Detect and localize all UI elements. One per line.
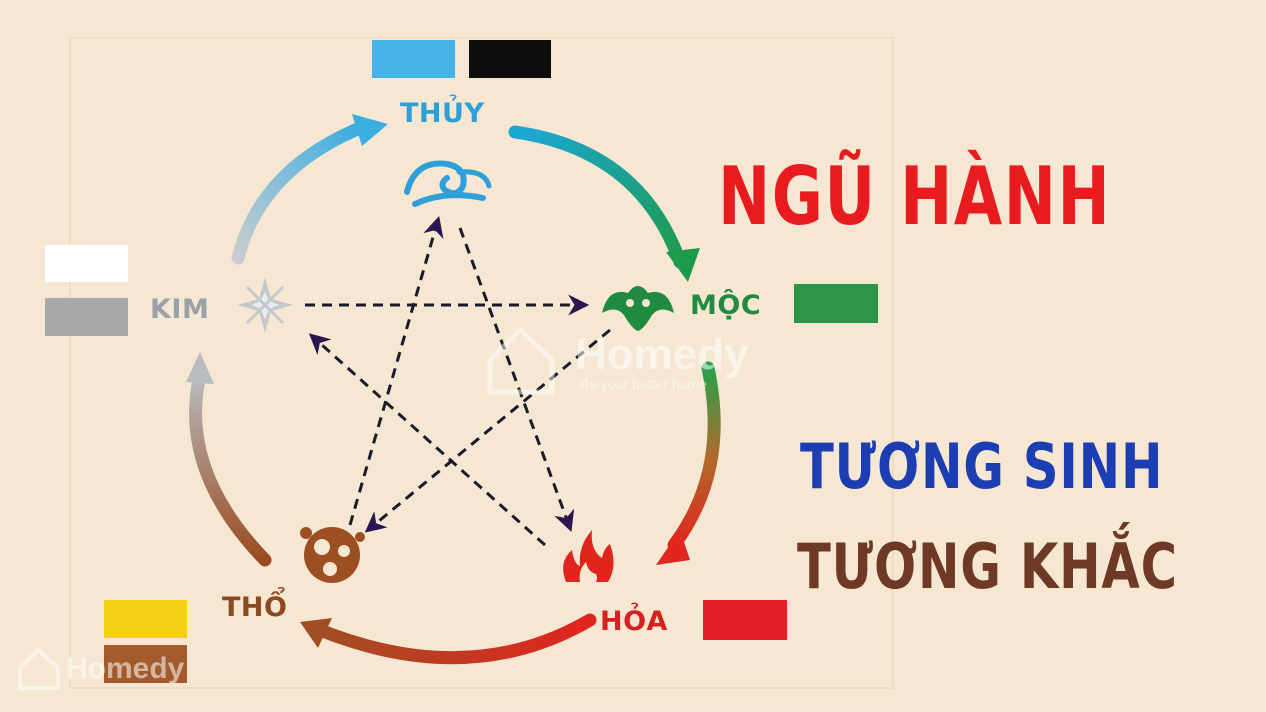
swatch-tho-brown [104,645,187,683]
arrowhead-moc-to-hoa [656,530,690,565]
arrowhead-tho-to-kim [186,352,214,384]
wood-leaf-icon [602,286,674,331]
metal-star-icon [237,277,293,333]
label-moc: MỘC [690,290,762,321]
label-tho: THỔ [222,592,288,623]
label-thuy: THỦY [400,98,485,129]
swatch-tho-yellow [104,600,187,638]
earth-swirl-icon [300,527,365,583]
swatch-thuy-black [469,40,551,78]
arrow-thuy-to-moc [508,125,687,269]
generating-cycle [186,114,721,665]
dash-moc-to-tho [364,328,611,533]
arrowhead-kim-to-thuy [352,114,388,146]
arrow-kim-to-thuy [231,121,367,265]
frame-border [69,37,894,689]
dash-thuy-to-hoa [458,227,575,532]
arrowhead-thuy-to-moc [666,248,700,282]
swatch-moc-green [794,284,878,323]
arrowhead-hoa-to-tho [300,618,332,648]
watermark-brand: Homedy [575,330,749,379]
watermark-tagline: Be your better home [580,376,707,392]
fire-flame-icon [563,530,614,582]
arrow-hoa-to-tho [313,613,597,665]
subtitle-tuong-sinh: TƯƠNG SINH [800,430,1164,503]
swatch-hoa-red [703,600,787,640]
watermark-brand-corner: Homedy [66,652,185,685]
swatch-thuy-blue [372,40,455,78]
homedy-watermark-logo [487,326,555,395]
label-kim: KIM [150,294,210,325]
controlling-cycle [305,215,611,547]
arrow-tho-to-kim [189,368,272,567]
dash-hoa-to-kim [308,333,547,547]
arrow-moc-to-hoa [667,361,721,552]
label-hoa: HỎA [600,606,668,637]
swatch-kim-white [45,245,128,282]
homedy-corner-logo [18,647,60,690]
dash-tho-to-thuy [348,215,444,526]
title-ngu-hanh: NGŨ HÀNH [718,150,1112,243]
subtitle-tuong-khac: TƯƠNG KHẮC [797,530,1178,603]
swatch-kim-gray [45,298,128,336]
water-wave-icon [404,160,492,207]
